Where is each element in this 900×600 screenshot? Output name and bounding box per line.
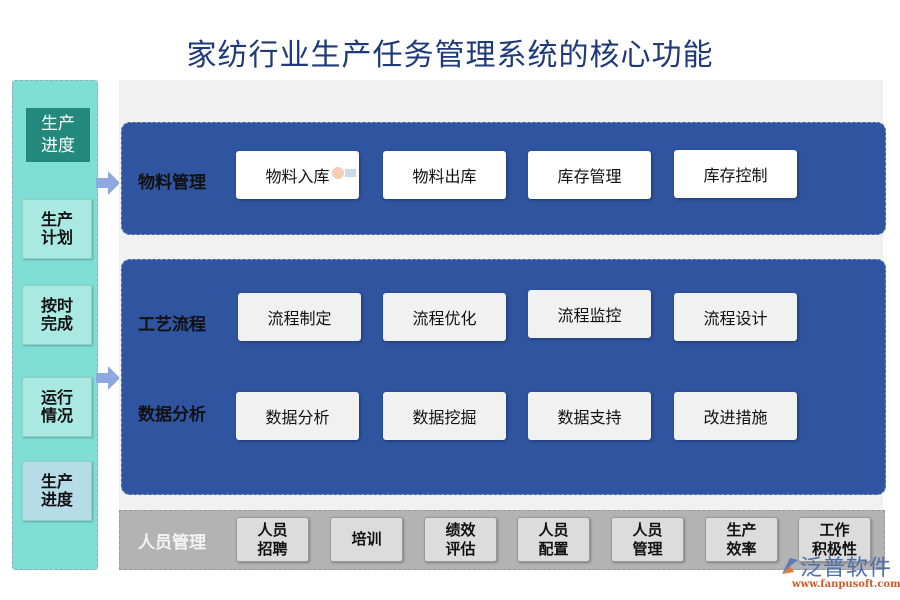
card-process-design[interactable]: 流程设计 <box>674 293 797 341</box>
card-material-outbound[interactable]: 物料出库 <box>383 151 506 199</box>
card-work-enthusiasm[interactable]: 工作 积极性 <box>798 517 871 562</box>
left-item-status[interactable]: 运行 情况 <box>22 377 92 437</box>
arrow-right-icon <box>96 366 120 390</box>
card-improvement-measures[interactable]: 改进措施 <box>674 392 797 440</box>
card-data-mining[interactable]: 数据挖掘 <box>383 392 506 440</box>
card-inventory-control[interactable]: 库存控制 <box>674 150 797 198</box>
left-panel-header: 生产 进度 <box>26 108 90 162</box>
left-item-plan[interactable]: 生产 计划 <box>22 199 92 259</box>
card-label: 改进措施 <box>703 408 768 427</box>
card-label: 库存控制 <box>703 166 768 185</box>
card-performance-evaluation[interactable]: 绩效 评估 <box>424 517 497 562</box>
page-title: 家纺行业生产任务管理系统的核心功能 <box>186 38 714 73</box>
card-label: 数据挖掘 <box>412 408 477 427</box>
watermark-logo-icon <box>332 167 356 179</box>
card-label: 流程监控 <box>557 306 622 325</box>
card-label: 流程优化 <box>412 309 477 328</box>
card-label: 数据支持 <box>557 408 622 427</box>
card-staff-allocation[interactable]: 人员 配置 <box>517 517 590 562</box>
card-label: 工作 积极性 <box>811 520 857 558</box>
card-inventory-management[interactable]: 库存管理 <box>528 151 651 199</box>
card-data-analysis[interactable]: 数据分析 <box>236 392 359 440</box>
card-label: 生产 效率 <box>726 520 757 558</box>
left-item-label: 生产 进度 <box>40 472 73 509</box>
material-management-label: 物料管理 <box>138 173 206 193</box>
card-data-support[interactable]: 数据支持 <box>528 392 651 440</box>
data-analysis-label: 数据分析 <box>138 405 206 425</box>
card-staff-management[interactable]: 人员 管理 <box>611 517 684 562</box>
left-item-on-time[interactable]: 按时 完成 <box>22 285 92 345</box>
watermark-brand: 泛普软件 <box>800 556 893 581</box>
left-panel: 生产 进度 生产 计划 按时 完成 运行 情况 生产 进度 <box>12 80 98 570</box>
left-panel-header-label: 生产 进度 <box>41 114 75 156</box>
card-label: 培训 <box>351 530 382 548</box>
card-label: 物料入库 <box>265 167 330 186</box>
card-production-efficiency[interactable]: 生产 效率 <box>705 517 778 562</box>
personnel-management-label: 人员管理 <box>138 533 206 553</box>
card-label: 库存管理 <box>557 167 622 186</box>
brand-logo-icon <box>782 558 798 574</box>
left-item-progress[interactable]: 生产 进度 <box>22 461 92 521</box>
card-label: 数据分析 <box>265 408 330 427</box>
card-label: 流程制定 <box>267 309 332 328</box>
watermark: 泛普软件 www.fanpusoft.com <box>778 552 900 598</box>
card-recruitment[interactable]: 人员 招聘 <box>236 517 309 562</box>
arrow-right-icon <box>96 171 120 195</box>
card-label: 人员 管理 <box>632 520 663 558</box>
card-process-define[interactable]: 流程制定 <box>238 293 361 341</box>
card-label: 物料出库 <box>412 167 477 186</box>
process-flow-label: 工艺流程 <box>138 315 206 335</box>
left-item-label: 运行 情况 <box>40 388 73 425</box>
card-label: 人员 配置 <box>538 520 569 558</box>
card-label: 流程设计 <box>703 309 768 328</box>
left-item-label: 生产 计划 <box>40 210 73 247</box>
watermark-url: www.fanpusoft.com <box>792 579 900 590</box>
card-process-monitor[interactable]: 流程监控 <box>528 290 651 338</box>
card-process-optimize[interactable]: 流程优化 <box>383 293 506 341</box>
card-label: 绩效 评估 <box>445 520 476 558</box>
left-item-label: 按时 完成 <box>40 296 73 333</box>
card-training[interactable]: 培训 <box>330 517 403 562</box>
card-label: 人员 招聘 <box>257 520 288 558</box>
